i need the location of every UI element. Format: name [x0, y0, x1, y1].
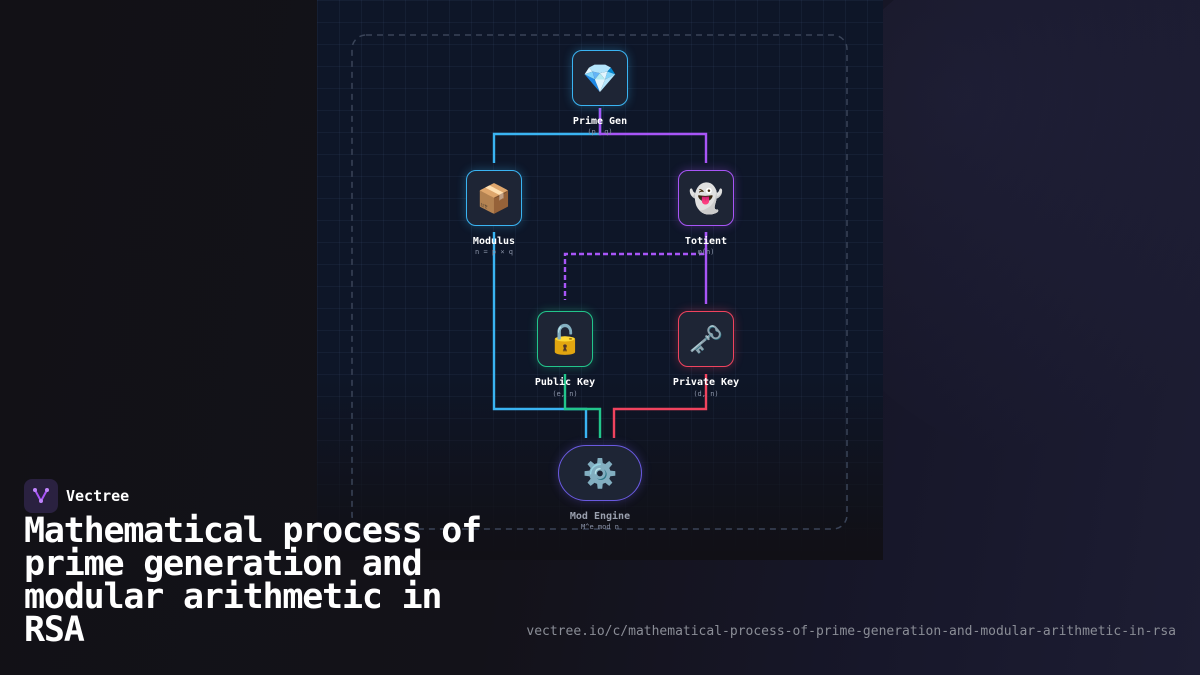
vectree-fork-icon	[24, 479, 58, 513]
node-mod-engine-subtitle: M^e mod n	[581, 523, 619, 531]
gear-icon: ⚙️	[582, 456, 618, 490]
group-border	[351, 34, 848, 530]
node-prime-gen-title: Prime Gen	[572, 116, 628, 127]
page-url[interactable]: vectree.io/c/mathematical-process-of-pri…	[526, 624, 1176, 639]
page-title: Mathematical process of prime generation…	[24, 511, 482, 650]
edge-prime-gen-totient	[598, 108, 708, 163]
edge-public-key-mod-engine	[563, 374, 602, 438]
node-prime-gen[interactable]: 💎	[572, 50, 628, 106]
node-totient[interactable]: 👻	[678, 170, 734, 226]
edge-modulus-mod-engine	[492, 232, 588, 438]
node-private-key[interactable]: 🗝️	[678, 311, 734, 367]
node-private-key-title: Private Key	[672, 377, 740, 388]
node-private-key-subtitle: (d, n)	[693, 390, 719, 398]
node-public-key-subtitle: (e, n)	[552, 390, 578, 398]
node-public-key-title: Public Key	[534, 377, 596, 388]
node-modulus[interactable]: 📦	[466, 170, 522, 226]
node-mod-engine[interactable]: ⚙️	[558, 445, 642, 501]
node-totient-subtitle: φ(n)	[697, 248, 715, 256]
node-prime-gen-subtitle: (p, q)	[587, 128, 613, 136]
node-public-key[interactable]: 🔓	[537, 311, 593, 367]
ghost-icon: 👻	[688, 181, 724, 215]
brand-name: Vectree	[66, 487, 130, 505]
node-mod-engine-title: Mod Engine	[569, 511, 631, 522]
edge-private-key-mod-engine	[612, 374, 708, 438]
node-modulus-title: Modulus	[472, 236, 516, 247]
node-totient-title: Totient	[684, 236, 728, 247]
unlocked-padlock-icon: 🔓	[547, 322, 583, 356]
package-icon: 📦	[476, 181, 512, 215]
node-modulus-subtitle: n = p × q	[475, 248, 513, 256]
gem-icon: 💎	[582, 61, 618, 95]
brand[interactable]: Vectree	[24, 479, 129, 513]
old-key-icon: 🗝️	[688, 322, 724, 356]
